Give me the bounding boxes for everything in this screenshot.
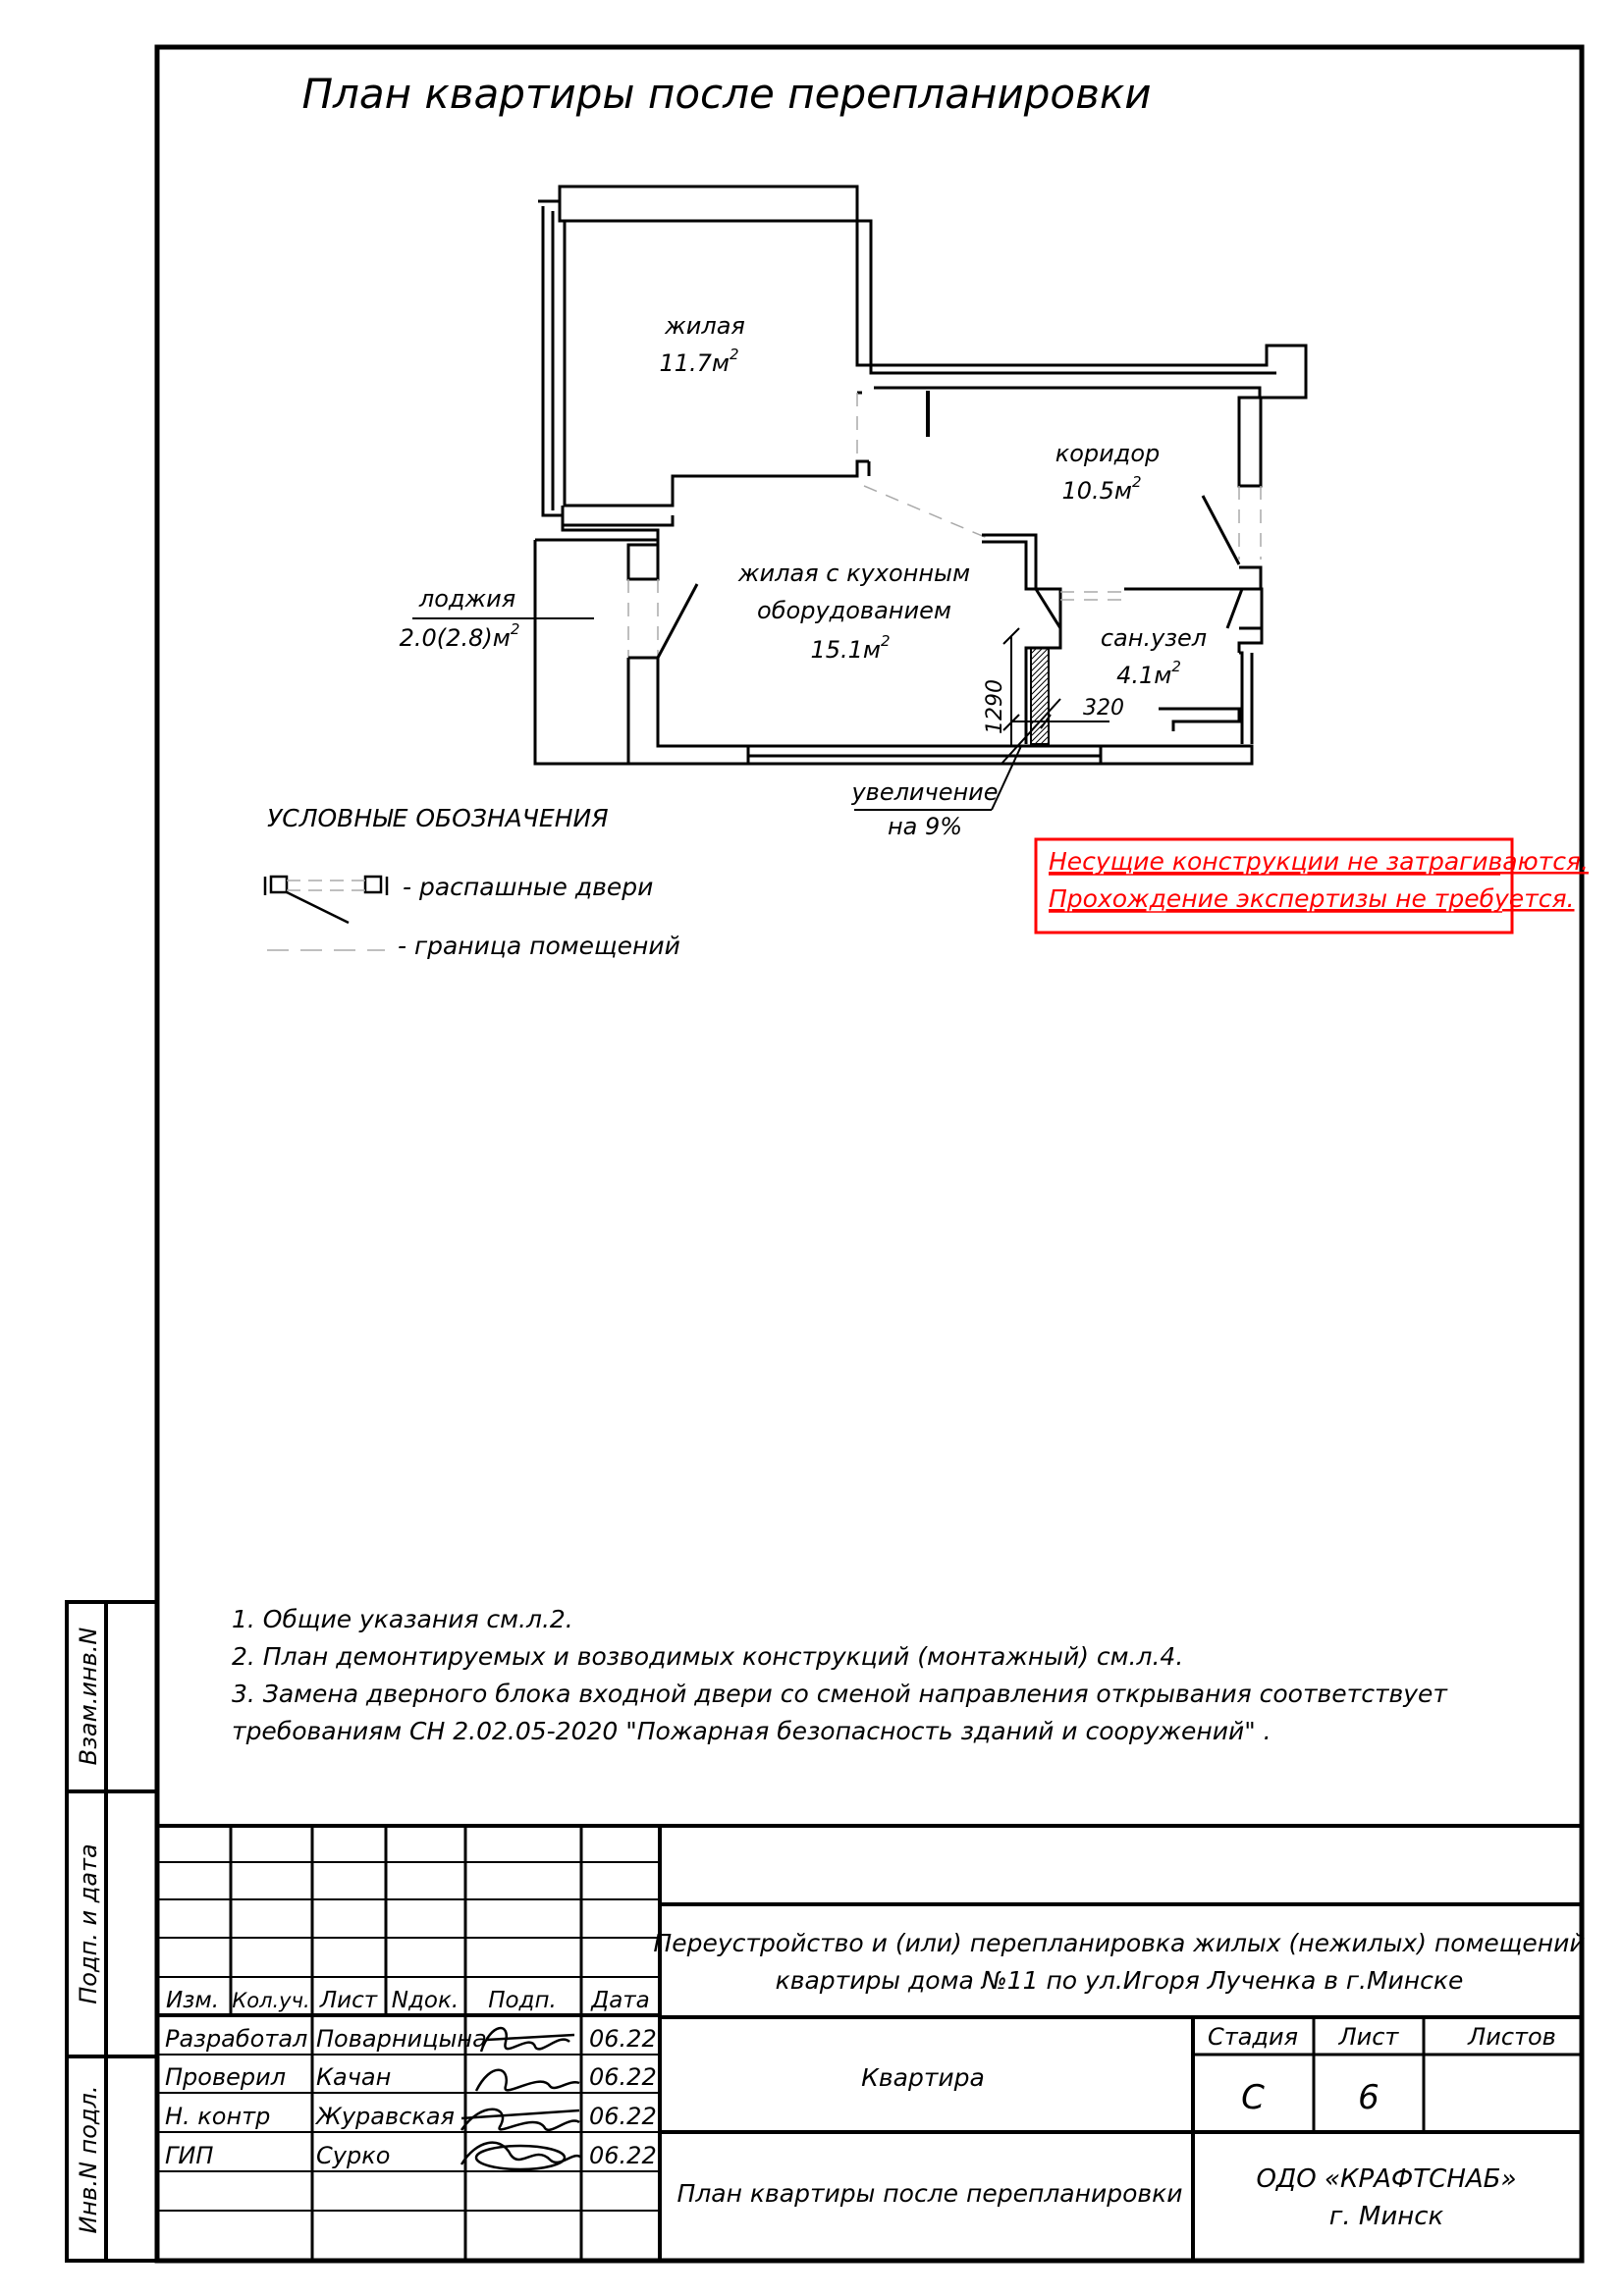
tb-header-list: Лист	[319, 1988, 378, 2013]
room-corridor-area: 10.5м2	[1061, 473, 1141, 505]
tb-row-date: 06.22	[589, 2063, 657, 2091]
room-kitchen-name-2: оборудованием	[757, 597, 951, 624]
tb-project-line2: квартиры дома №11 по ул.Игоря Лученка в …	[776, 1966, 1464, 1995]
tb-header-ndok: Nдок.	[392, 1988, 459, 2013]
tb-row-date: 06.22	[589, 2025, 657, 2053]
tb-header-izm: Изм.	[166, 1988, 219, 2013]
legend-title: УСЛОВНЫЕ ОБОЗНАЧЕНИЯ	[267, 804, 609, 832]
dimension-vertical: 1290	[983, 679, 1007, 734]
dimension-lines	[854, 627, 1109, 811]
sheet-frame	[154, 44, 1585, 2264]
room-loggia-name: лоджия	[418, 585, 515, 613]
notice-line1: Несущие конструкции не затрагиваются.	[1049, 847, 1589, 876]
tb-row-name: Поварницына	[316, 2025, 487, 2053]
tb-header-date: Дата	[590, 1988, 650, 2013]
tb-sheet-title: План квартиры после перепланировки	[677, 2179, 1183, 2208]
notice-box	[1034, 837, 1514, 934]
room-living1-name: жилая	[664, 312, 745, 340]
increase-note-line1: увеличение	[850, 778, 998, 806]
room-corridor-name: коридор	[1055, 440, 1161, 467]
tb-stage-label: Стадия	[1208, 2023, 1298, 2051]
note-4: требованиям СН 2.02.05-2020 "Пожарная бе…	[232, 1717, 1271, 1745]
tb-row-date: 06.22	[589, 2142, 657, 2169]
tb-header-podp: Подп.	[488, 1988, 557, 2013]
side-stamp	[65, 1600, 159, 2263]
side-stamp-sign-date: Подп. и дата	[75, 1843, 102, 2004]
tb-row-role: Проверил	[165, 2063, 286, 2091]
tb-row-role: Разработал	[165, 2025, 307, 2053]
note-2: 2. План демонтируемых и возводимых конст…	[232, 1642, 1183, 1671]
upper-room-walls	[538, 185, 1308, 543]
tb-org-line2: г. Минск	[1329, 2202, 1444, 2231]
room-kitchen-name-1: жилая с кухонным	[737, 560, 970, 587]
tb-row-role: ГИП	[165, 2142, 213, 2169]
tb-sheet-label: Лист	[1338, 2023, 1400, 2051]
tb-object: Квартира	[861, 2063, 985, 2092]
legend-boundary-label: - граница помещений	[398, 932, 680, 960]
tb-header-koluch: Кол.уч.	[232, 1989, 309, 2012]
room-bathroom-area: 4.1м2	[1116, 658, 1181, 689]
side-stamp-inv: Инв.N подл.	[75, 2086, 102, 2234]
bathroom-walls	[982, 533, 1264, 766]
legend-door-symbol	[263, 875, 389, 925]
tb-row-date: 06.22	[589, 2103, 657, 2130]
tb-org-line1: ОДО «КРАФТСНАБ»	[1256, 2164, 1516, 2194]
tb-row-role: Н. контр	[165, 2103, 270, 2130]
legend-doors-label: - распашные двери	[403, 873, 653, 901]
title-block-grid	[157, 1824, 1582, 2261]
room-kitchen-area: 15.1м2	[810, 632, 890, 664]
room-loggia-area: 2.0(2.8)м2	[400, 620, 520, 652]
tb-project-line1: Переустройство и (или) перепланировка жи…	[653, 1929, 1585, 1957]
signatures	[460, 2026, 582, 2171]
tb-row-name: Журавская	[314, 2103, 455, 2130]
drawing-title: План квартиры после перепланировки	[301, 70, 1151, 118]
note-3: 3. Замена дверного блока входной двери с…	[232, 1680, 1448, 1708]
room-living1-area: 11.7м2	[659, 346, 738, 377]
side-stamp-swap: Взам.инв.N	[75, 1628, 102, 1766]
corridor-walls	[1201, 396, 1263, 589]
notice-line2: Прохождение экспертизы не требуется.	[1049, 884, 1575, 913]
tb-sheets-label: Листов	[1467, 2023, 1556, 2051]
tb-row-name: Сурко	[316, 2142, 390, 2169]
dimension-horizontal: 320	[1083, 696, 1124, 721]
tb-stage-value: С	[1241, 2078, 1265, 2117]
room-bathroom-name: сан.узел	[1101, 624, 1207, 652]
floor-plan	[533, 185, 1308, 766]
tb-sheet-value: 6	[1358, 2078, 1380, 2117]
note-1: 1. Общие указания см.л.2.	[232, 1605, 573, 1633]
tb-row-name: Качан	[316, 2063, 391, 2091]
increase-note-line2: на 9%	[888, 813, 962, 840]
